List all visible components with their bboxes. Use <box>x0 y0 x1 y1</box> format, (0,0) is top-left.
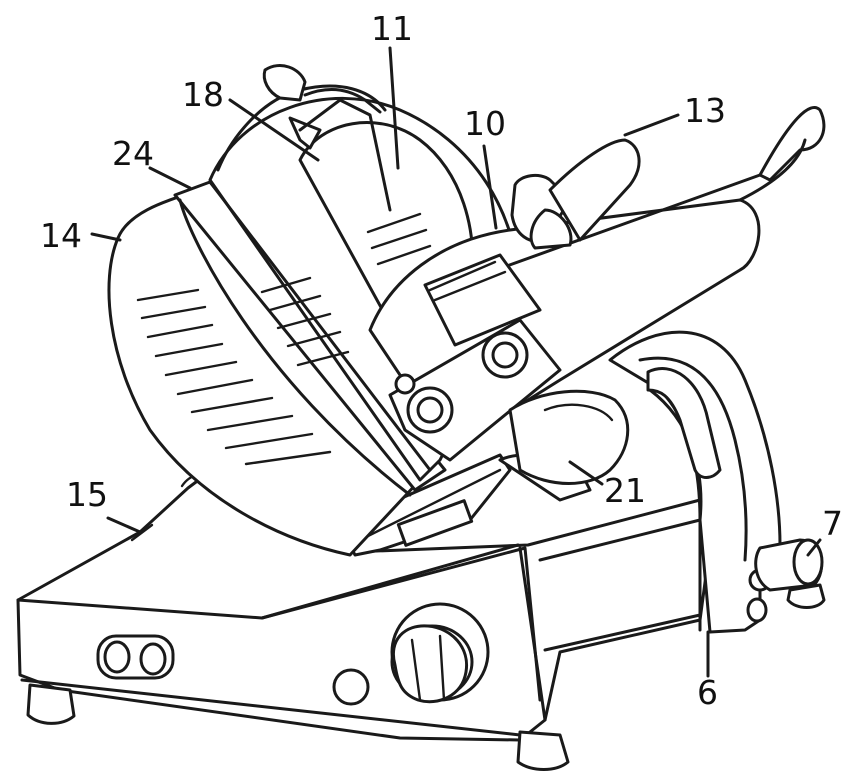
leader-14 <box>90 232 122 242</box>
label-11: 11 <box>371 9 413 48</box>
control-knob <box>332 602 490 706</box>
label-13: 13 <box>684 91 726 130</box>
side-knob <box>754 538 824 592</box>
blade-hub <box>508 389 630 485</box>
label-21: 21 <box>604 471 646 510</box>
label-24: 24 <box>112 134 154 173</box>
slide-arm <box>368 106 826 462</box>
leader-13 <box>623 113 680 137</box>
base-body <box>16 468 710 742</box>
indicator-lights <box>96 634 175 680</box>
label-7: 7 <box>822 504 843 543</box>
feet <box>26 583 826 771</box>
label-15: 15 <box>66 475 108 514</box>
leader-11 <box>388 46 400 170</box>
leader-21 <box>568 460 604 486</box>
label-14: 14 <box>40 216 82 255</box>
leader-lines <box>90 46 822 678</box>
vent-slots-left <box>136 288 332 466</box>
leader-7 <box>806 538 822 557</box>
label-6: 6 <box>697 673 718 712</box>
leader-10 <box>482 144 498 230</box>
leader-15 <box>106 516 142 534</box>
label-18: 18 <box>182 75 224 114</box>
label-10: 10 <box>464 104 506 143</box>
leader-24 <box>148 166 192 190</box>
vent-slots-mid <box>260 212 432 367</box>
leader-18 <box>228 98 320 162</box>
